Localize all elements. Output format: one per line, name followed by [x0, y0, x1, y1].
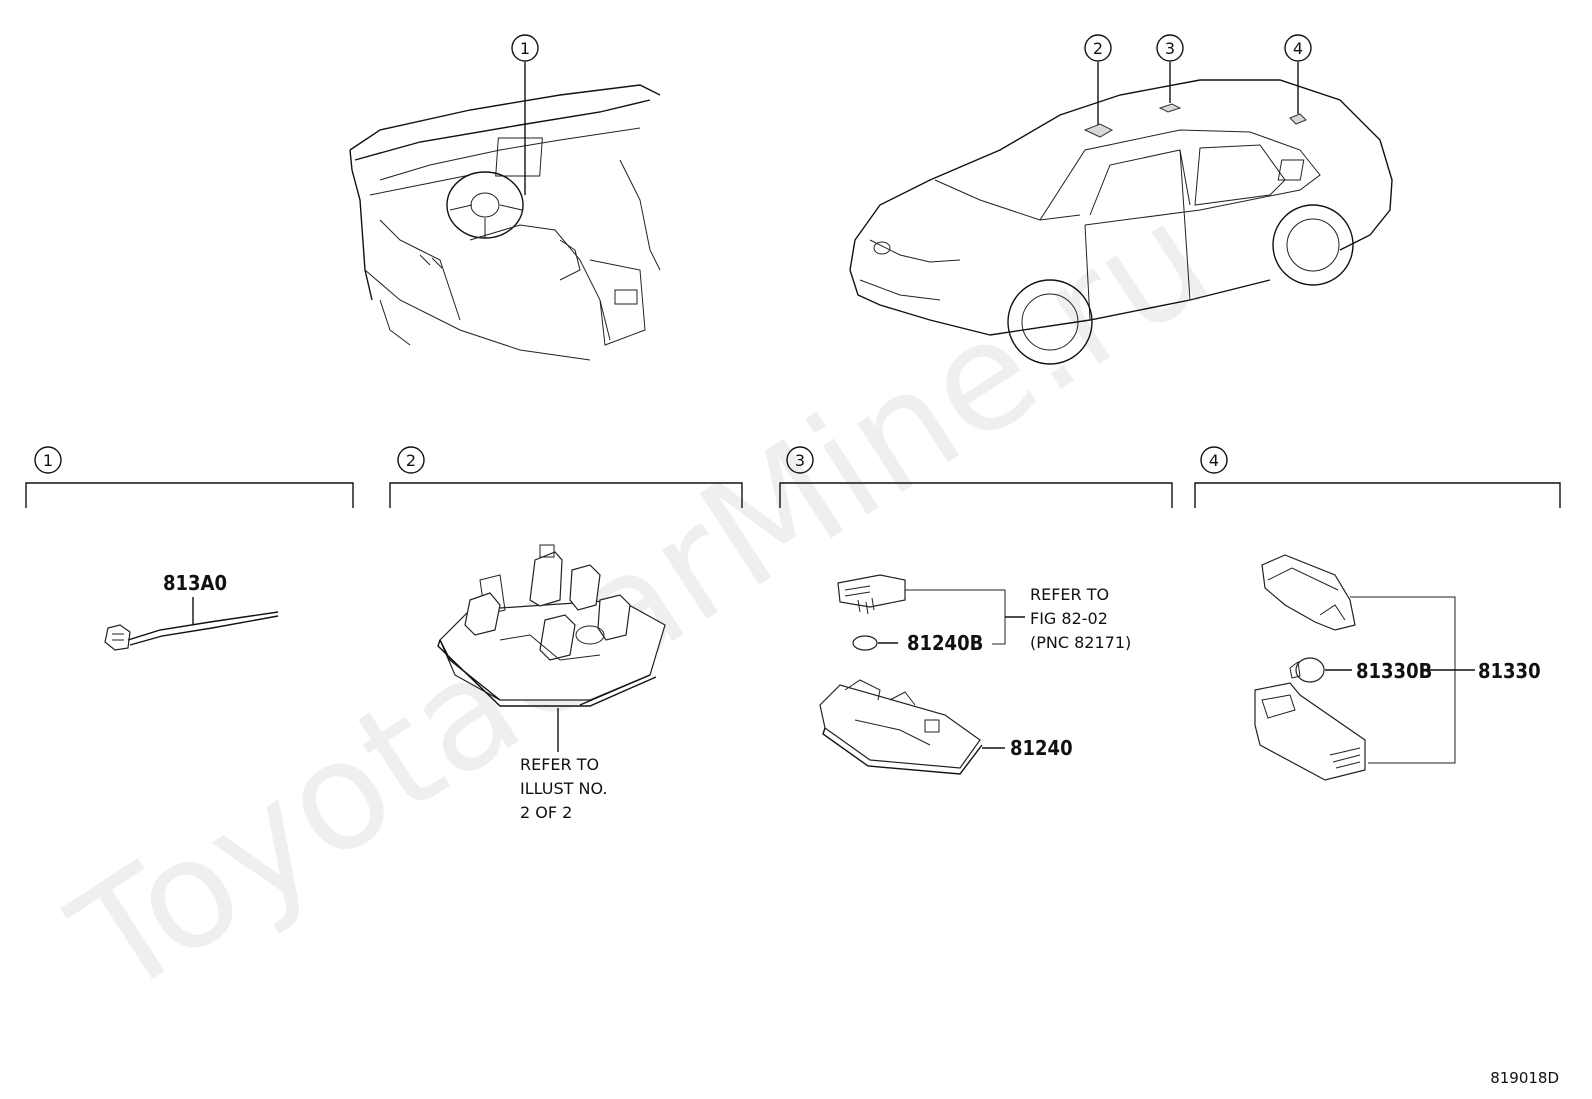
s2-note-line-3: 2 OF 2 [520, 803, 572, 822]
s2-note-line-1: REFER TO [520, 755, 599, 774]
car-illustration [849, 62, 1393, 365]
svg-text:1: 1 [520, 39, 530, 58]
part-81240-lens [819, 679, 1005, 775]
part-81330B-bulb [1289, 657, 1352, 683]
callout-1-top: 1 [511, 34, 539, 62]
part-lamp-housing-upper [1261, 554, 1356, 631]
s3-note-line-1: REFER TO [1030, 585, 1109, 604]
part-number-81240: 81240 [1010, 736, 1073, 760]
svg-text:3: 3 [795, 451, 805, 470]
part-81240B-bulb [852, 635, 898, 651]
part-number-813A0: 813A0 [163, 571, 227, 595]
s2-note-line-2: ILLUST NO. [520, 779, 607, 798]
section-header-2: 2 [389, 446, 743, 508]
svg-text:2: 2 [406, 451, 416, 470]
svg-text:3: 3 [1165, 39, 1175, 58]
part-number-81330: 81330 [1478, 659, 1541, 683]
svg-text:1: 1 [43, 451, 53, 470]
section-header-3: 3 [779, 446, 1173, 508]
part-number-81330B: 81330B [1356, 659, 1432, 683]
callout-3-top: 3 [1156, 34, 1184, 62]
s3-note-line-2: FIG 82-02 [1030, 609, 1108, 628]
svg-text:4: 4 [1209, 451, 1219, 470]
part-813A0-wire [104, 597, 279, 651]
part-roof-console-assembly [437, 544, 666, 752]
part-number-81240B: 81240B [907, 631, 983, 655]
callout-4-top: 4 [1284, 34, 1312, 62]
s3-note-line-3: (PNC 82171) [1030, 633, 1131, 652]
part-lamp-housing-lower [1254, 682, 1366, 781]
svg-text:2: 2 [1093, 39, 1103, 58]
dashboard-illustration [349, 62, 661, 361]
section-header-4: 4 [1194, 446, 1561, 508]
section-header-1: 1 [25, 446, 354, 508]
callout-2-top: 2 [1084, 34, 1112, 62]
diagram-code: 819018D [1490, 1069, 1559, 1087]
leader-81330-bracket [1350, 596, 1475, 764]
svg-text:4: 4 [1293, 39, 1303, 58]
